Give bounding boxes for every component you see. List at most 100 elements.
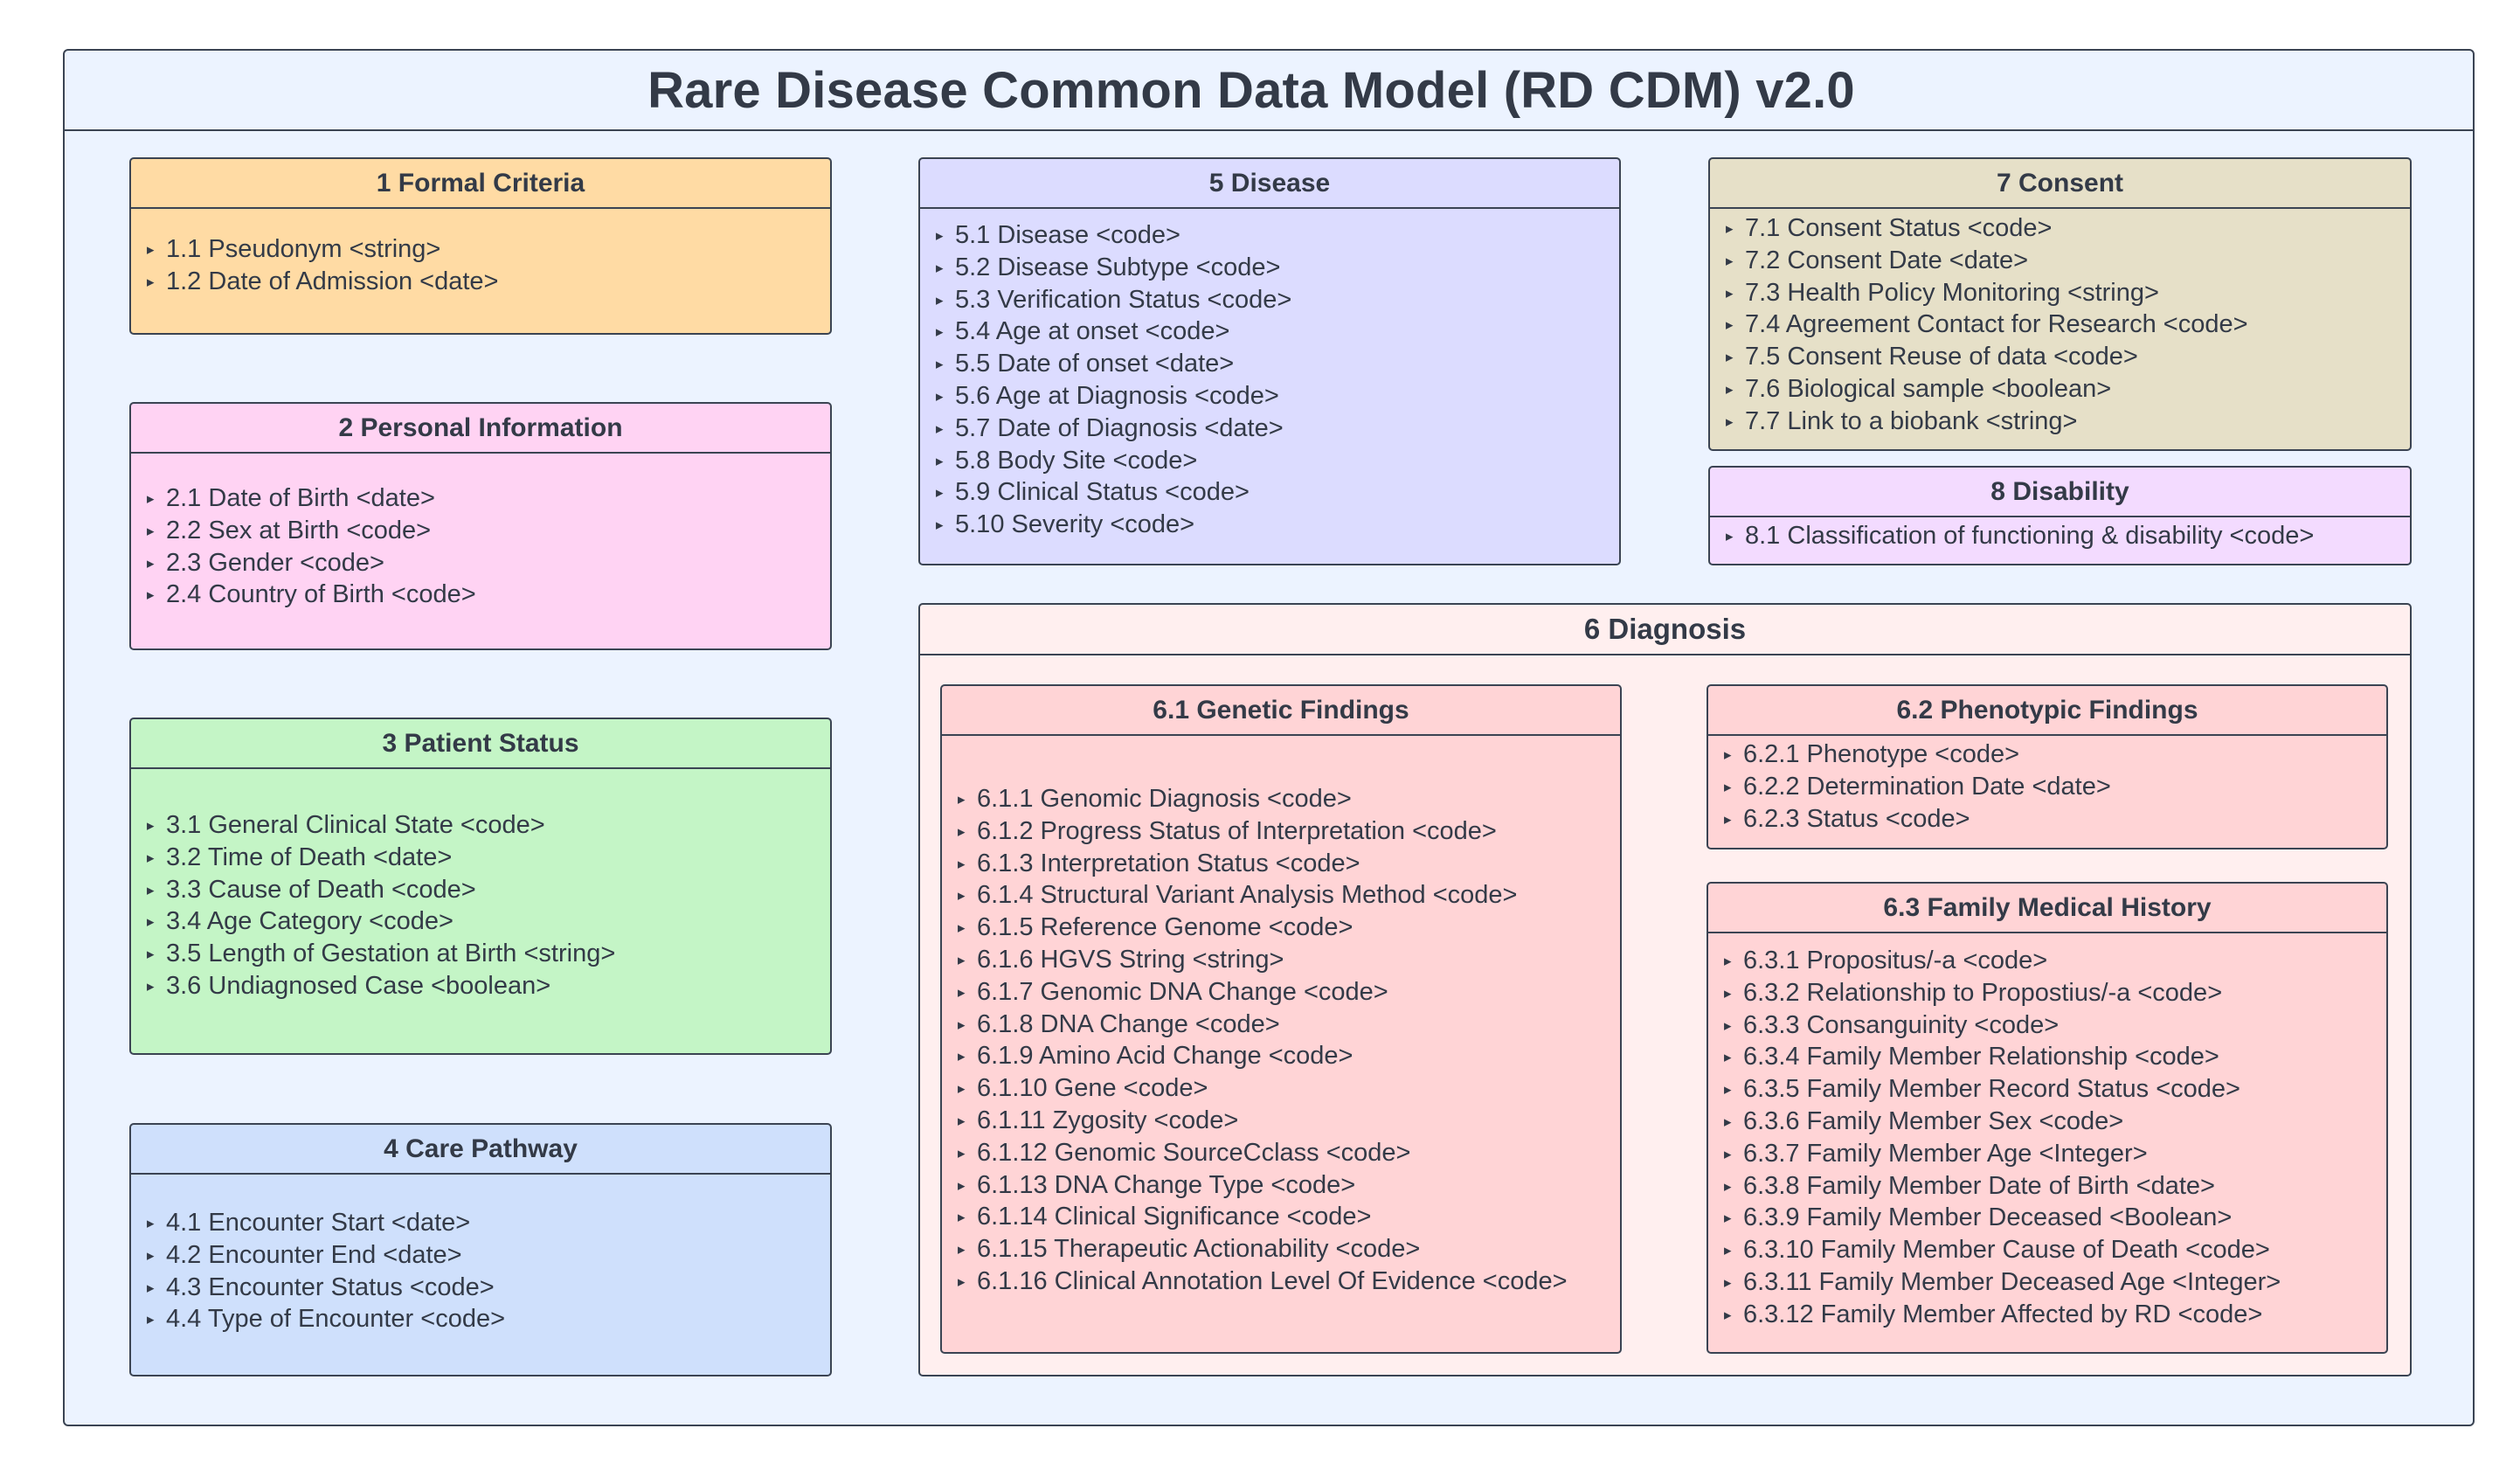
genetic-findings-item: ▸ 6.1.4 Structural Variant Analysis Metho…	[958, 879, 1604, 912]
disease-item-label: 5.4 Age at onset <code>	[955, 317, 1230, 346]
disease-box: 5 Disease ▸5.1 Disease <code>▸5.2 Diseas…	[918, 157, 1621, 565]
family-history-item: ▸6.3.3 Consanguinity <code>	[1724, 1009, 2371, 1042]
formal-criteria-list: ▸1.1 Pseudonym <string>▸1.2 Date of Admi…	[131, 209, 830, 298]
disease-item: ▸5.7 Date of Diagnosis <date>	[936, 413, 1603, 445]
patient-status-item-label: 3.3 Cause of Death <code>	[166, 875, 476, 904]
genetic-findings-item: ▸6.1.10 Gene <code>	[958, 1072, 1604, 1105]
genetic-findings-item: ▸6.1.11 Zygosity <code>	[958, 1105, 1604, 1137]
genetic-findings-item-label: 6.1.13 DNA Change Type <code>	[977, 1170, 1356, 1199]
genetic-findings-item-label: 6.1.15 Therapeutic Actionability <code>	[977, 1235, 1421, 1264]
consent-title: 7 Consent	[1710, 159, 2410, 209]
patient-status-item-label: 3.4 Age Category <code>	[166, 907, 453, 936]
patient-status-item-label: 3.2 Time of Death <date>	[166, 842, 453, 871]
care-pathway-item: ▸ 4.1 Encounter Start <date>	[147, 1207, 814, 1239]
bullet-icon: ▸	[958, 1272, 966, 1290]
consent-item-label: 7.3 Health Policy Monitoring <string>	[1745, 278, 2159, 307]
family-history-item-label: 6.3.5 Family Member Record Status <code>	[1743, 1075, 2240, 1104]
bullet-icon: ▸	[147, 1279, 155, 1296]
family-history-item-label: 6.3.10 Family Member Cause of Death <cod…	[1743, 1236, 2270, 1265]
phenotypic-findings-title: 6.2 Phenotypic Findings	[1708, 686, 2386, 736]
family-history-box: 6.3 Family Medical History ▸6.3.1 Propos…	[1707, 882, 2388, 1354]
care-pathway-item: ▸4.3 Encounter Status <code>	[147, 1272, 814, 1304]
genetic-findings-item-label: 6.1.8 DNA Change <code>	[977, 1009, 1280, 1038]
bullet-icon: ▸	[1724, 810, 1732, 828]
consent-item-label: 7.4 Agreement Contact for Research <code…	[1745, 310, 2248, 339]
phenotypic-findings-list: ▸6.2.1 Phenotype <code>▸6.2.2 Determinat…	[1708, 736, 2386, 835]
bullet-icon: ▸	[1724, 1081, 1732, 1099]
consent-item: ▸7.3 Health Policy Monitoring <string>	[1726, 277, 2394, 309]
genetic-findings-item-label: 6.1.4 Structural Variant Analysis Method…	[977, 881, 1518, 910]
bullet-icon: ▸	[1724, 1049, 1732, 1066]
care-pathway-item-label: 4.2 Encounter End <date>	[166, 1240, 462, 1269]
patient-status-item: ▸3.5 Length of Gestation at Birth <strin…	[147, 938, 814, 970]
formal-criteria-item-label: 1.2 Date of Admission <date>	[166, 267, 499, 295]
family-history-item: ▸6.3.8 Family Member Date of Birth <date…	[1724, 1170, 2371, 1203]
disability-box: 8 Disability ▸8.1 Classification of func…	[1708, 466, 2412, 565]
disease-item: ▸5.5 Date of onset <date>	[936, 348, 1603, 380]
genetic-findings-item-label: 6.1.1 Genomic Diagnosis <code>	[977, 785, 1352, 813]
family-history-item-label: 6.3.11 Family Member Deceased Age <Integ…	[1743, 1267, 2281, 1296]
bullet-icon: ▸	[958, 1016, 966, 1033]
formal-criteria-box: 1 Formal Criteria ▸1.1 Pseudonym <string…	[129, 157, 832, 335]
bullet-icon: ▸	[936, 420, 944, 437]
bullet-icon: ▸	[147, 1246, 155, 1264]
personal-information-item: ▸2.1 Date of Birth <date>	[147, 482, 814, 515]
patient-status-item-label: 3.1 General Clinical State <code>	[166, 811, 545, 839]
personal-information-list: ▸2.1 Date of Birth <date>▸2.2 Sex at Bir…	[131, 454, 830, 611]
disability-item: ▸8.1 Classification of functioning & dis…	[1726, 520, 2394, 552]
consent-list: ▸ 7.1 Consent Status <code> ▸ 7.2 Consent D…	[1710, 209, 2410, 438]
bullet-icon: ▸	[147, 913, 155, 931]
personal-information-item-label: 2.2 Sex at Birth <code>	[166, 516, 432, 544]
genetic-findings-item: ▸ 6.1.8 DNA Change <code>	[958, 1009, 1604, 1041]
bullet-icon: ▸	[936, 259, 944, 276]
care-pathway-item: ▸ 4.2 Encounter End <date>	[147, 1239, 814, 1272]
personal-information-title: 2 Personal Information	[131, 404, 830, 454]
disability-item-label: 8.1 Classification of functioning & disa…	[1745, 522, 2315, 550]
disease-item: ▸5.6 Age at Diagnosis <code>	[936, 380, 1603, 413]
consent-item-label: 7.7 Link to a biobank <string>	[1745, 406, 2078, 435]
bullet-icon: ▸	[958, 887, 966, 905]
bullet-icon: ▸	[958, 791, 966, 808]
bullet-icon: ▸	[936, 323, 944, 341]
bullet-icon: ▸	[147, 946, 155, 963]
bullet-icon: ▸	[1726, 220, 1734, 237]
disease-item: ▸5.9 Clinical Status <code>	[936, 476, 1603, 509]
disease-item: ▸5.8 Body Site <code>	[936, 445, 1603, 477]
bullet-icon: ▸	[1724, 953, 1732, 969]
bullet-icon: ▸	[958, 1241, 966, 1259]
care-pathway-item-label: 4.1 Encounter Start <date>	[166, 1209, 471, 1237]
genetic-findings-item: ▸6.1.5 Reference Genome <code>	[958, 912, 1604, 944]
disease-list: ▸5.1 Disease <code>▸5.2 Disease Subtype …	[920, 209, 1619, 541]
genetic-findings-item-label: 6.1.5 Reference Genome <code>	[977, 913, 1353, 942]
patient-status-title: 3 Patient Status	[131, 719, 830, 769]
personal-information-item-label: 2.1 Date of Birth <date>	[166, 484, 435, 512]
family-history-item: ▸6.3.4 Family Member Relationship <code>	[1724, 1041, 2371, 1073]
bullet-icon: ▸	[1726, 252, 1734, 269]
bullet-icon: ▸	[958, 1144, 966, 1161]
bullet-icon: ▸	[147, 273, 155, 290]
consent-item-label: 7.1 Consent Status <code>	[1745, 214, 2053, 242]
family-history-item-label: 6.3.9 Family Member Deceased <Boolean>	[1743, 1203, 2233, 1232]
disease-title: 5 Disease	[920, 159, 1619, 209]
disease-item-label: 5.9 Clinical Status <code>	[955, 478, 1250, 507]
consent-item-label: 7.2 Consent Date <date>	[1745, 246, 2029, 274]
consent-item: ▸7.5 Consent Reuse of data <code>	[1726, 341, 2394, 373]
disease-item: ▸5.10 Severity <code>	[936, 509, 1603, 541]
consent-item: ▸ 7.2 Consent Date <date>	[1726, 245, 2394, 277]
bullet-icon: ▸	[936, 517, 944, 534]
bullet-icon: ▸	[1724, 1210, 1732, 1227]
phenotypic-findings-item-label: 6.2.3 Status <code>	[1743, 804, 1970, 833]
phenotypic-findings-item: ▸6.2.2 Determination Date <date>	[1724, 771, 2371, 803]
family-history-item: ▸6.3.1 Propositus/-a <code>	[1724, 945, 2371, 977]
formal-criteria-title: 1 Formal Criteria	[131, 159, 830, 209]
bullet-icon: ▸	[936, 452, 944, 469]
genetic-findings-item-label: 6.1.12 Genomic SourceCclass <code>	[977, 1138, 1411, 1167]
bullet-icon: ▸	[147, 586, 155, 604]
bullet-icon: ▸	[147, 554, 155, 572]
bullet-icon: ▸	[958, 822, 966, 840]
bullet-icon: ▸	[147, 1215, 155, 1231]
genetic-findings-item-label: 6.1.6 HGVS String <string>	[977, 945, 1284, 974]
genetic-findings-box: 6.1 Genetic Findings ▸6.1.1 Genomic Diag…	[940, 684, 1622, 1354]
disease-item-label: 5.3 Verification Status <code>	[955, 285, 1292, 314]
family-history-item: ▸6.3.7 Family Member Age <Integer>	[1724, 1138, 2371, 1170]
